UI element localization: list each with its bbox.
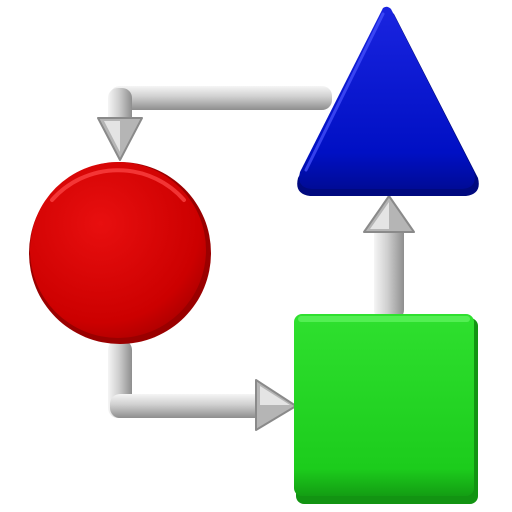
connector-square-to-triangle: [363, 195, 415, 320]
circle-shape: [30, 162, 206, 338]
triangle-node: [297, 6, 479, 197]
circle-node: [29, 162, 211, 344]
triangle-shape: [299, 6, 475, 190]
circle-highlight: [50, 168, 186, 202]
square-node: [294, 314, 478, 504]
square-highlight: [298, 316, 470, 322]
connector-segment: [110, 86, 332, 110]
connector-circle-to-square: [108, 340, 297, 431]
triangle-highlight: [304, 12, 385, 172]
connector-segment: [374, 220, 404, 320]
square-shape: [294, 314, 474, 496]
arrowhead-highlight: [260, 386, 290, 405]
connector-segment: [110, 394, 270, 418]
arrowhead-highlight: [370, 202, 389, 229]
connector-triangle-to-circle: [97, 86, 332, 161]
arrowhead-highlight: [104, 121, 120, 152]
